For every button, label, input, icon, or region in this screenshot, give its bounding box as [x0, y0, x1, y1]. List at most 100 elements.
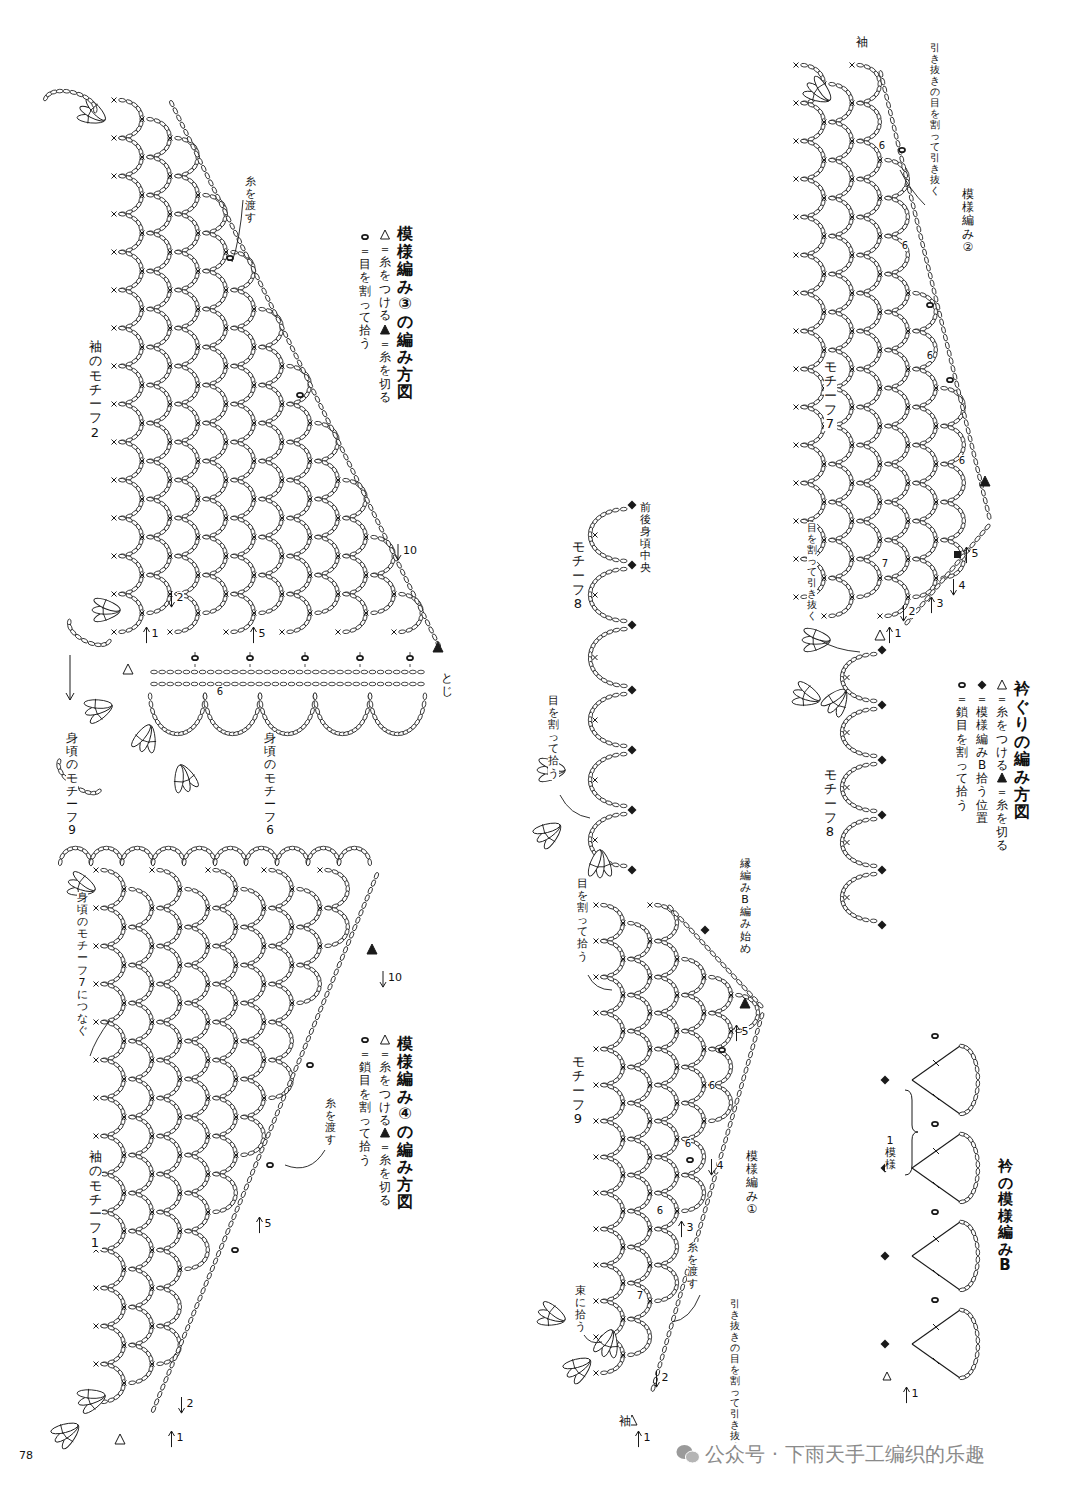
chain-row	[254, 273, 260, 281]
chain-stitch	[56, 89, 63, 93]
chain-row	[183, 670, 190, 674]
chain-stitch	[287, 402, 294, 406]
chain-row	[432, 633, 438, 641]
chain-stitch	[315, 535, 322, 539]
chain-stitch	[119, 592, 126, 596]
chain-stitch	[88, 641, 96, 646]
chain-stitch	[209, 608, 217, 614]
chain-stitch	[107, 1397, 115, 1403]
chain-stitch	[119, 174, 126, 178]
chain-row	[368, 504, 374, 512]
chain-stitch	[147, 383, 154, 387]
chain-stitch	[259, 421, 266, 425]
chain-stitch	[157, 1286, 164, 1290]
chain-row	[329, 682, 336, 686]
chain-row	[280, 682, 287, 686]
single-crochet	[112, 554, 117, 559]
chain-stitch	[175, 174, 182, 178]
chain-row	[393, 682, 400, 686]
chain-row	[240, 670, 247, 674]
single-crochet	[94, 1058, 99, 1063]
chain-stitch	[185, 1267, 192, 1271]
chain-stitch	[175, 136, 182, 140]
chain-stitch	[203, 193, 210, 197]
chain-row	[318, 403, 324, 411]
chain-stitch	[231, 326, 238, 330]
chain-stitch	[231, 440, 238, 444]
chain-stitch	[231, 364, 238, 368]
chain-row	[350, 467, 356, 475]
chain-stitch	[105, 638, 112, 645]
chain-stitch	[185, 925, 192, 929]
chain-stitch	[287, 554, 294, 558]
chain-row	[357, 482, 363, 490]
chain-row	[369, 682, 376, 686]
chain-stitch	[147, 117, 154, 121]
chain-stitch	[287, 516, 294, 520]
chain-stitch	[422, 701, 427, 708]
chain-stitch	[147, 535, 154, 539]
chain-stitch	[157, 1020, 164, 1024]
chain-stitch	[287, 478, 294, 482]
chain-stitch	[185, 1001, 192, 1005]
chain-row	[418, 682, 425, 686]
chain-stitch	[101, 1248, 108, 1252]
chain-stitch	[203, 535, 210, 539]
chain-row	[353, 670, 360, 674]
chain-stitch	[157, 1248, 164, 1252]
chain-row	[257, 280, 263, 288]
chain-row	[191, 670, 198, 674]
chain-row	[191, 682, 198, 686]
chain-stitch	[129, 1077, 136, 1081]
chain-row	[311, 388, 317, 396]
chain-row	[304, 682, 311, 686]
chain-stitch	[135, 1378, 143, 1384]
chain-row	[361, 670, 368, 674]
chain-stitch	[157, 944, 164, 948]
chain-stitch	[293, 627, 301, 633]
chain-stitch	[203, 459, 210, 463]
chain-row	[296, 682, 303, 686]
chain-stitch	[147, 269, 154, 273]
chain-stitch	[343, 478, 350, 482]
chain-row	[321, 410, 327, 418]
chain-stitch	[129, 1115, 136, 1119]
chain-row	[151, 670, 158, 674]
chain-row	[343, 453, 349, 461]
chain-stitch	[147, 459, 154, 463]
chain-stitch	[119, 440, 126, 444]
chain-row	[272, 682, 279, 686]
chain-stitch	[129, 925, 136, 929]
split-stitch-mark	[227, 256, 233, 260]
chain-stitch	[175, 516, 182, 520]
chain-stitch	[95, 788, 103, 795]
chain-stitch	[153, 608, 161, 614]
chain-row	[240, 682, 247, 686]
chain-stitch	[175, 440, 182, 444]
chain-stitch	[147, 573, 154, 577]
chain-row	[261, 287, 267, 295]
chain-stitch	[129, 1343, 136, 1347]
chain-row	[232, 670, 239, 674]
chain-row	[401, 670, 408, 674]
single-crochet	[94, 1020, 99, 1025]
chain-stitch	[129, 1267, 136, 1271]
chain-row	[329, 424, 335, 432]
chain-row	[369, 670, 376, 674]
chain-stitch	[101, 1058, 108, 1062]
chain-row	[265, 294, 271, 302]
chain-stitch	[119, 288, 126, 292]
single-crochet	[94, 1286, 99, 1291]
chain-row	[176, 114, 182, 122]
chain-row	[353, 682, 360, 686]
double-crochet	[84, 699, 112, 709]
chain-stitch	[343, 554, 350, 558]
single-crochet	[94, 982, 99, 987]
chain-row	[409, 670, 416, 674]
chain-stitch	[231, 478, 238, 482]
chain-row	[414, 597, 420, 605]
chain-row	[424, 619, 430, 627]
chain-row	[256, 670, 263, 674]
chain-stitch	[231, 402, 238, 406]
